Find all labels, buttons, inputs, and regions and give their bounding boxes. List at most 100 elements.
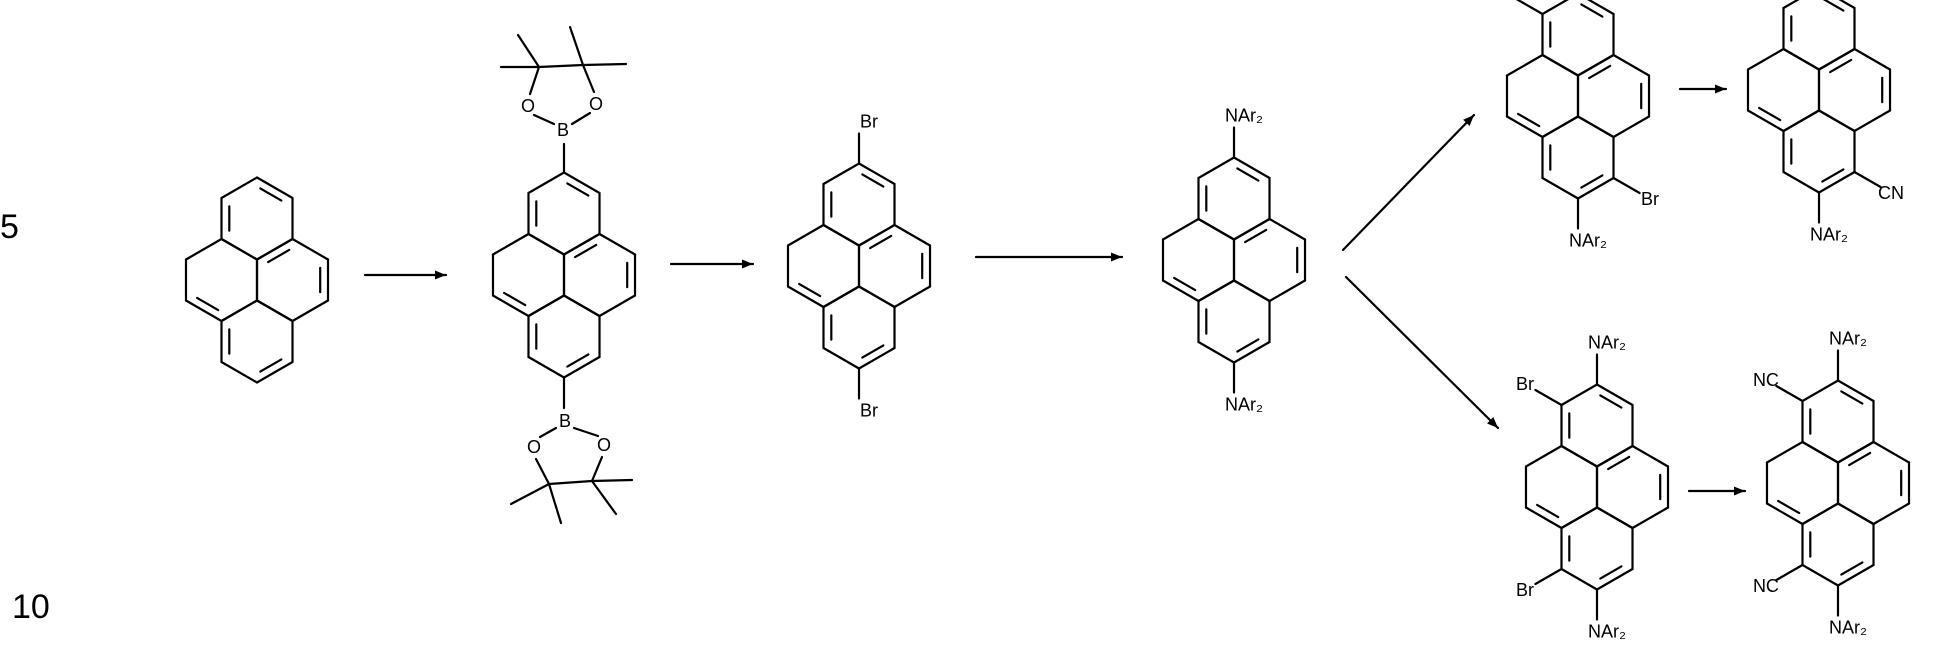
ring-bond xyxy=(1234,281,1270,302)
nar2-label: NAr₂ xyxy=(1829,618,1867,638)
ring-bond xyxy=(1783,49,1819,70)
reaction-arrow-5 xyxy=(1346,277,1498,428)
ring-bond xyxy=(823,225,859,246)
ring-bond xyxy=(1819,49,1855,70)
bromine-label: Br xyxy=(1516,374,1534,394)
ring-bond xyxy=(1578,117,1614,138)
ring-bond xyxy=(1838,442,1874,463)
ring-bond xyxy=(1748,111,1784,132)
substituent-bond xyxy=(1614,178,1640,193)
ring-bond xyxy=(600,234,636,255)
bond xyxy=(549,484,561,523)
bond xyxy=(536,459,549,484)
arrow-head xyxy=(1715,85,1726,94)
ring-bond xyxy=(1198,158,1234,179)
ring-bond xyxy=(1234,219,1270,240)
ring-bond xyxy=(1802,565,1838,586)
bond xyxy=(540,428,556,437)
ring-bond xyxy=(1561,446,1597,467)
ring-bond xyxy=(186,239,222,260)
ring-bond xyxy=(1578,55,1614,76)
reaction-arrow-7 xyxy=(1689,487,1745,496)
ring-bond xyxy=(859,348,895,369)
oxygen-label: O xyxy=(589,94,603,114)
bond xyxy=(592,481,616,514)
ring-bond xyxy=(1507,117,1543,138)
cyano-label: NC xyxy=(1753,370,1779,390)
ring-bond xyxy=(1855,49,1891,70)
molecule-bis-diarylamino-pyrene: NAr₂NAr₂ xyxy=(1163,106,1305,415)
ring-bond xyxy=(186,301,222,322)
ring-bond xyxy=(1198,219,1234,240)
ring-bond xyxy=(823,348,859,369)
ring-bond xyxy=(257,239,293,260)
ring-bond xyxy=(1748,49,1784,70)
ring-bond xyxy=(1561,385,1597,406)
ring-bond xyxy=(1597,508,1633,529)
reaction-arrow-6 xyxy=(1680,85,1726,94)
ring-bond xyxy=(823,287,859,308)
ring-bond xyxy=(1526,508,1562,529)
oxygen-label: O xyxy=(527,437,541,457)
substituent-bond xyxy=(1516,0,1542,14)
bond xyxy=(574,428,598,436)
arrow-head xyxy=(1734,487,1745,496)
bond xyxy=(534,115,554,124)
molecule-pyrene xyxy=(186,178,328,383)
ring-bond xyxy=(1614,117,1650,138)
substituent-bond xyxy=(1535,390,1561,405)
boron-label: B xyxy=(557,120,569,140)
ring-bond xyxy=(859,164,895,185)
nar2-label: NAr₂ xyxy=(1225,395,1263,415)
ring-bond xyxy=(1633,508,1669,529)
ring-bond xyxy=(1819,111,1855,132)
ring-bond xyxy=(1614,55,1650,76)
ring-bond xyxy=(1526,446,1562,467)
ring-bond xyxy=(1874,442,1910,463)
ring-bond xyxy=(1561,569,1597,590)
ring-bond xyxy=(493,234,529,255)
molecule-dibromopyrene: BrBr xyxy=(788,112,930,421)
ring-bond xyxy=(293,301,329,322)
bond xyxy=(570,27,583,65)
ring-bond xyxy=(1542,178,1578,199)
ring-bond xyxy=(564,296,600,317)
ring-bond xyxy=(1163,219,1199,240)
ring-bond xyxy=(788,225,824,246)
ring-bond xyxy=(257,178,293,199)
arrow-head xyxy=(435,271,446,280)
ring-bond xyxy=(528,296,564,317)
substituent-bond xyxy=(1776,565,1802,580)
ring-bond xyxy=(1542,117,1578,138)
ring-bond xyxy=(1633,446,1669,467)
reaction-arrow-2 xyxy=(671,260,753,269)
ring-bond xyxy=(564,234,600,255)
ring-bond xyxy=(1819,172,1855,193)
molecule-pyrene-bis-bpin: BOOBOO xyxy=(493,27,635,523)
cyano-label: CN xyxy=(1878,183,1904,203)
ring-bond xyxy=(564,357,600,378)
molecule-dibromo-diamine-b: NAr₂BrBrNAr₂ xyxy=(1516,333,1668,642)
ring-bond xyxy=(1507,55,1543,76)
bromine-label: Br xyxy=(860,401,878,421)
nar2-label: NAr₂ xyxy=(1810,225,1848,245)
ring-bond xyxy=(1578,178,1614,199)
cyano-label: NC xyxy=(1753,576,1779,596)
bond xyxy=(549,481,592,484)
substituent-bond xyxy=(1776,386,1802,401)
ring-bond xyxy=(1783,172,1819,193)
ring-bond xyxy=(1198,281,1234,302)
substituent-bond xyxy=(1535,569,1561,584)
ring-bond xyxy=(1802,442,1838,463)
bond xyxy=(592,457,602,481)
molecule-dibromo-diamine-a: BrBrNAr₂ xyxy=(1497,0,1659,251)
ring-bond xyxy=(221,301,257,322)
ring-bond xyxy=(221,362,257,383)
ring-bond xyxy=(493,296,529,317)
ring-bond xyxy=(1561,508,1597,529)
ring-bond xyxy=(1597,446,1633,467)
oxygen-label: O xyxy=(597,435,611,455)
ring-bond xyxy=(293,239,329,260)
arrow-head xyxy=(742,260,753,269)
nar2-label: NAr₂ xyxy=(1569,231,1607,251)
